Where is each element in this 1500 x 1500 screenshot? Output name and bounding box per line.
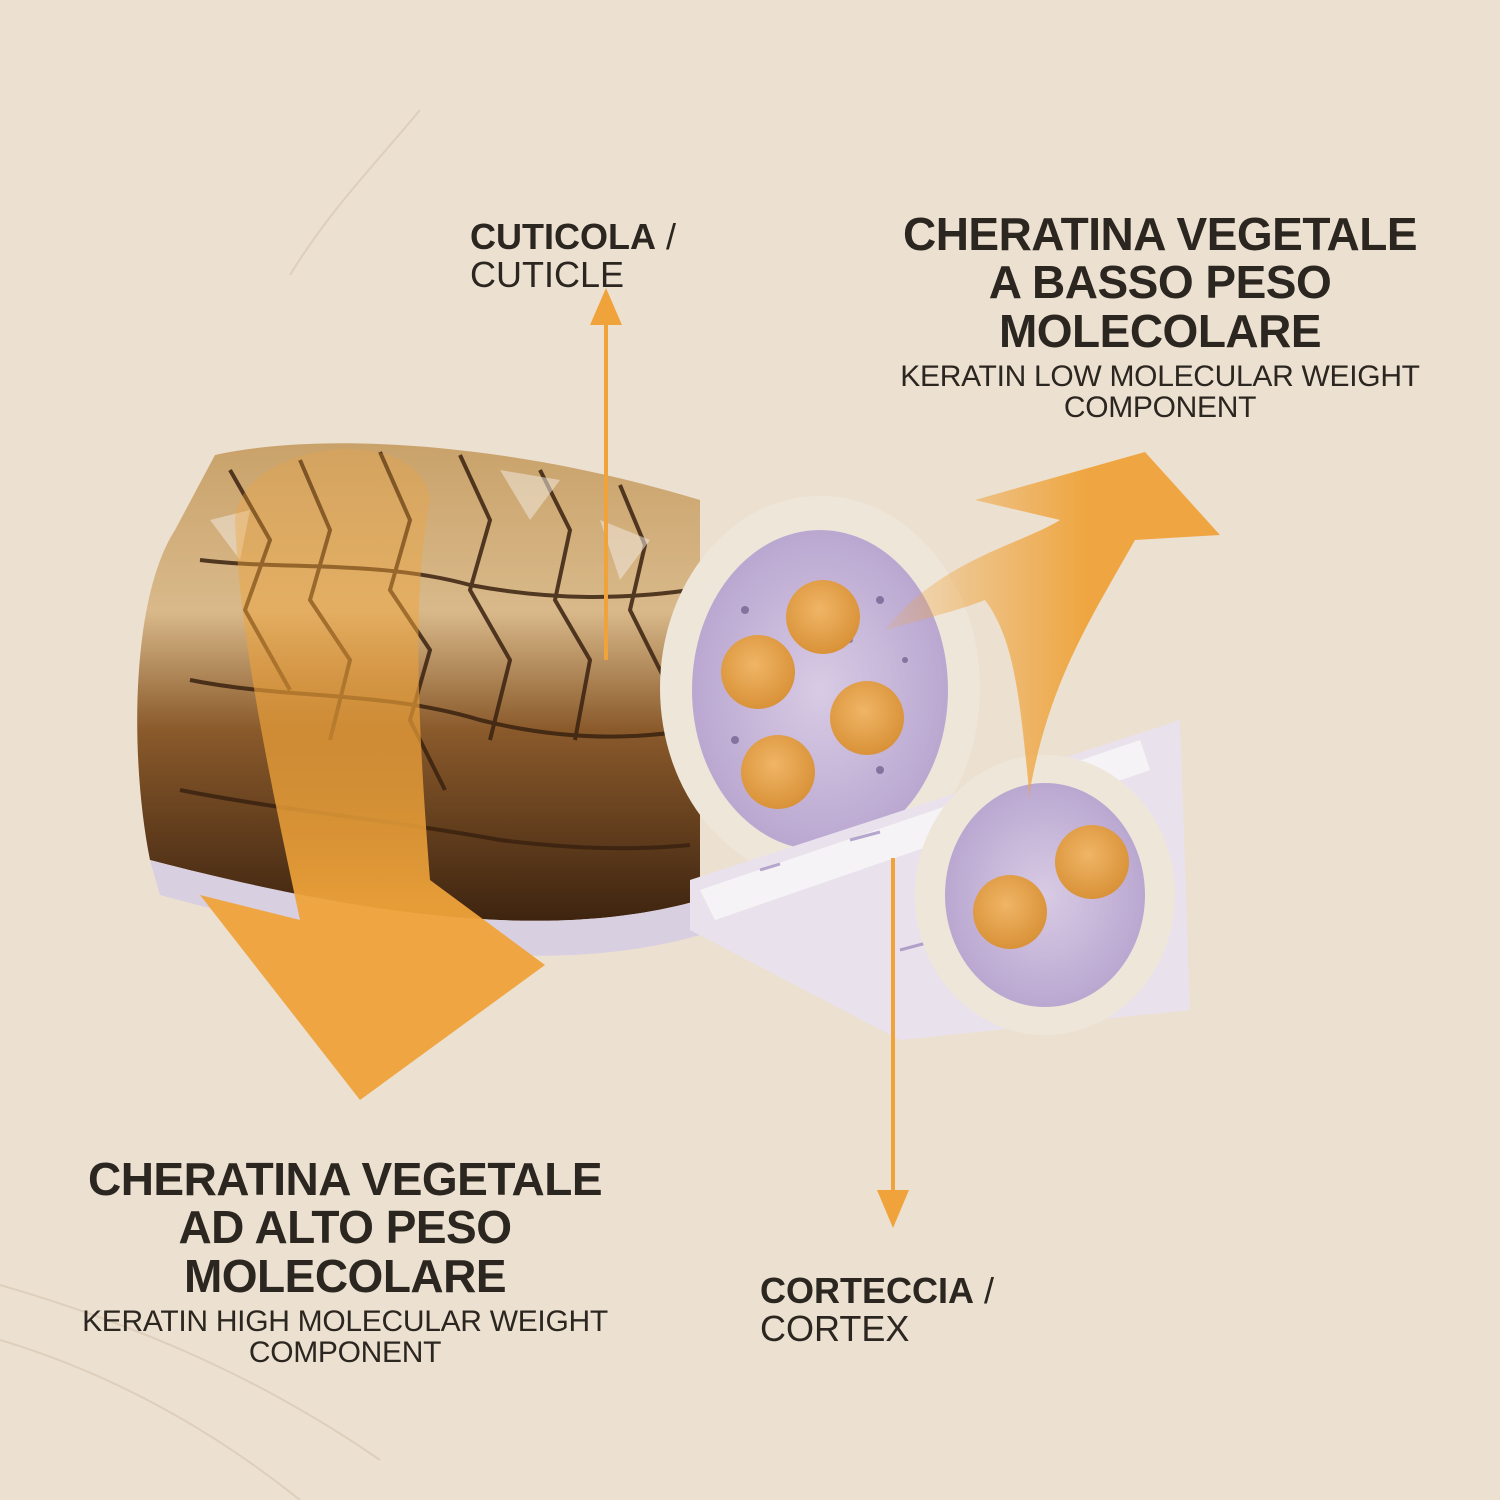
strand-cortex <box>945 783 1145 1007</box>
high-weight-arrow <box>200 449 545 1101</box>
low-weight-subtitle: KERATIN LOW MOLECULAR WEIGHT COMPONENT <box>900 359 1420 425</box>
strand-fibrils <box>973 825 1129 949</box>
high-weight-label: CHERATINA VEGETALE AD ALTO PESO MOLECOLA… <box>70 1155 620 1369</box>
cuticle-label-it: CUTICOLA <box>470 216 656 257</box>
cortex-label-it: CORTECCIA <box>760 1270 974 1311</box>
high-weight-subtitle: KERATIN HIGH MOLECULAR WEIGHT COMPONENT <box>82 1304 608 1370</box>
low-weight-title-line2: A BASSO PESO MOLECOLARE <box>988 256 1332 357</box>
high-weight-title-line2: AD ALTO PESO MOLECOLARE <box>178 1201 512 1302</box>
cuticle-label: CUTICOLA / CUTICLE <box>470 218 740 294</box>
low-weight-label: CHERATINA VEGETALE A BASSO PESO MOLECOLA… <box>880 210 1440 424</box>
high-weight-title-line1: CHERATINA VEGETALE <box>87 1153 603 1205</box>
cuticle-label-en: CUTICLE <box>470 253 625 295</box>
cortex-pointer-arrow <box>877 858 909 1228</box>
macrofibrils <box>721 580 904 809</box>
cuticle-pointer-arrow <box>590 288 622 660</box>
cortex-label: CORTECCIA / CORTEX <box>760 1272 1060 1348</box>
cortex-label-sep: / <box>974 1270 995 1311</box>
background-texture <box>0 109 421 1500</box>
cuticle-label-sep: / <box>655 216 676 257</box>
inner-strand <box>690 720 1190 1040</box>
cortex-label-en: CORTEX <box>760 1307 910 1349</box>
low-weight-title-line1: CHERATINA VEGETALE <box>902 208 1418 260</box>
low-weight-arrow <box>885 452 1220 800</box>
